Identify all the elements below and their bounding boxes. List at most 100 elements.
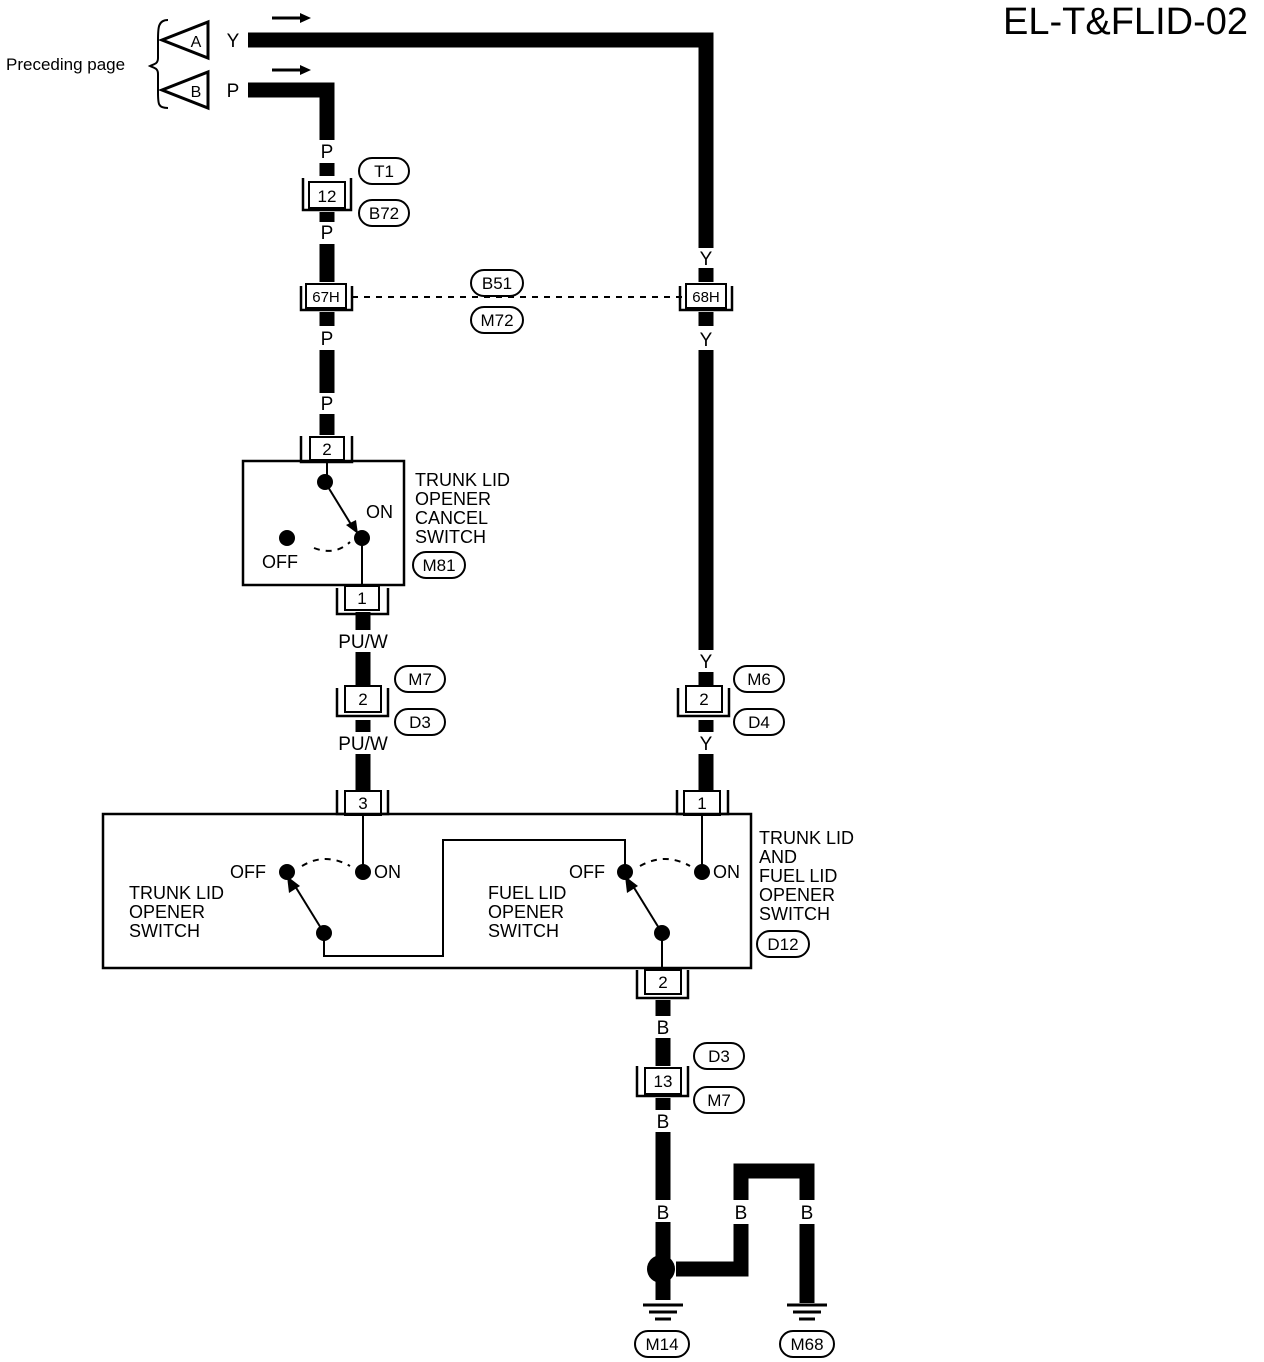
preceding-brace xyxy=(147,19,169,109)
terminal-68h xyxy=(685,283,727,309)
wire-label-y-2: Y xyxy=(700,330,713,351)
main-switch-name-line4: OPENER xyxy=(759,885,835,905)
wire-b-branch xyxy=(676,1224,749,1277)
pill-m7-upper-label: M7 xyxy=(408,670,432,689)
pill-m14-label: M14 xyxy=(645,1335,678,1354)
cancel-switch-off-label: OFF xyxy=(262,552,298,572)
pill-d3-upper: D3 xyxy=(394,708,446,736)
bracket-68h xyxy=(678,286,734,312)
fuel-switch-lever xyxy=(632,885,663,934)
main-switch-name-line1: TRUNK LID xyxy=(759,828,854,848)
terminal-m6-d4-label: 2 xyxy=(699,690,708,709)
wire-label-b-1: B xyxy=(657,1018,670,1039)
preceding-connector-a: A Y xyxy=(157,13,311,61)
terminal-m7-d3-label: 2 xyxy=(358,690,367,709)
cancel-switch-on-label: ON xyxy=(366,502,393,522)
connector-m7-d3: 2 xyxy=(335,685,390,718)
connector-67h: 67H xyxy=(299,283,354,312)
main-switch-name-line5: SWITCH xyxy=(759,904,830,924)
pill-b72: B72 xyxy=(358,199,410,227)
connector-b-id: B xyxy=(191,84,202,101)
pill-m81-label: M81 xyxy=(422,556,455,575)
trunk-switch-name-line2: OPENER xyxy=(129,902,205,922)
cancel-switch-name-line3: CANCEL xyxy=(415,508,488,528)
wire-b-loop xyxy=(733,1163,815,1200)
terminal-d3-m7-label: 13 xyxy=(654,1072,673,1091)
cancel-switch-off-contact xyxy=(279,530,295,546)
cancel-switch-lever xyxy=(324,481,353,527)
terminal-main-1-label: 1 xyxy=(697,794,706,813)
trunk-switch-off-contact xyxy=(279,864,295,880)
cancel-switch-name-line2: OPENER xyxy=(415,489,491,509)
wire-label-puw-2: PU/W xyxy=(338,734,388,755)
trunk-switch-arrow-icon xyxy=(287,876,300,893)
terminal-d3-m7 xyxy=(644,1067,682,1095)
connector-t1-b72: 12 xyxy=(301,178,353,212)
pill-b72-shape xyxy=(358,199,410,227)
main-switch-name-line2: AND xyxy=(759,847,797,867)
pill-b72-label: B72 xyxy=(369,204,399,223)
terminal-main-2 xyxy=(644,969,682,995)
wire-label-b-3: B xyxy=(657,1203,670,1224)
trunk-switch-name-line1: TRUNK LID xyxy=(129,883,224,903)
pill-m81-shape xyxy=(412,551,466,579)
wire-label-p-3: P xyxy=(321,329,334,350)
cancel-switch-box xyxy=(241,459,406,587)
main-switch: 3 1 ON OFF TRUNK LID OPENER SWITCH ON OF… xyxy=(101,790,854,1000)
pill-m7-lower-label: M7 xyxy=(707,1091,731,1110)
terminal-m7-d3 xyxy=(344,685,382,713)
bracket-m7-d3 xyxy=(335,688,390,718)
connector-a-wire: Y xyxy=(227,31,240,52)
terminal-12-label: 12 xyxy=(318,187,337,206)
pill-m7-lower-shape xyxy=(693,1086,745,1114)
wire-label-p-4: P xyxy=(321,394,334,415)
bracket-67h xyxy=(299,286,354,312)
pill-m72: M72 xyxy=(470,306,524,334)
pill-m81: M81 xyxy=(412,551,466,579)
trunk-switch-off-label: OFF xyxy=(230,862,266,882)
pill-d4-shape xyxy=(733,708,785,736)
pill-m68-shape xyxy=(779,1330,835,1358)
pill-m72-label: M72 xyxy=(480,311,513,330)
pill-d4-label: D4 xyxy=(748,713,770,732)
terminal-68h-label: 68H xyxy=(692,289,720,306)
bracket-m6-d4 xyxy=(676,688,731,718)
main-switch-name-line3: FUEL LID xyxy=(759,866,837,886)
connector-b-triangle-icon xyxy=(157,69,210,111)
wire-p-top xyxy=(248,82,335,140)
fuel-switch-name-line3: SWITCH xyxy=(488,921,559,941)
fuel-switch-on-label: ON xyxy=(713,862,740,882)
cancel-switch-name-line4: SWITCH xyxy=(415,527,486,547)
bracket-main-2 xyxy=(635,970,690,1000)
pill-d4: D4 xyxy=(733,708,785,736)
main-switch-box xyxy=(101,812,753,970)
pill-m6-shape xyxy=(733,665,785,693)
pill-m7-upper: M7 xyxy=(394,665,446,693)
pill-d3-lower: D3 xyxy=(693,1042,745,1070)
pill-m68-label: M68 xyxy=(790,1335,823,1354)
pill-t1-label: T1 xyxy=(374,162,394,181)
flow-arrowhead-a-icon xyxy=(300,13,311,23)
pill-t1-shape xyxy=(358,157,410,185)
bracket-d3-m7 xyxy=(635,1066,690,1098)
terminal-67h xyxy=(305,283,347,309)
terminal-m6-d4 xyxy=(685,685,723,713)
ground-m68: M68 xyxy=(779,1303,835,1358)
pill-m7-upper-shape xyxy=(394,665,446,693)
pill-d3-upper-shape xyxy=(394,708,446,736)
pill-m14-shape xyxy=(634,1330,690,1358)
terminal-67h-label: 67H xyxy=(312,289,340,306)
preceding-page-label: Preceding page xyxy=(6,55,125,74)
pill-d12-label: D12 xyxy=(767,935,798,954)
terminal-cancel-2-label: 2 xyxy=(322,440,331,459)
page-code: EL-T&FLID-02 xyxy=(1003,1,1248,43)
wire-label-b-4: B xyxy=(735,1203,748,1224)
wire-label-b-5: B xyxy=(801,1203,814,1224)
connector-a-triangle-icon xyxy=(157,19,210,61)
terminal-main-3-label: 3 xyxy=(358,794,367,813)
terminal-cancel-1-label: 1 xyxy=(357,589,366,608)
wire-label-p-2: P xyxy=(321,223,334,244)
preceding-connector-b: B P xyxy=(157,65,311,111)
trunk-switch-lever xyxy=(294,885,325,934)
